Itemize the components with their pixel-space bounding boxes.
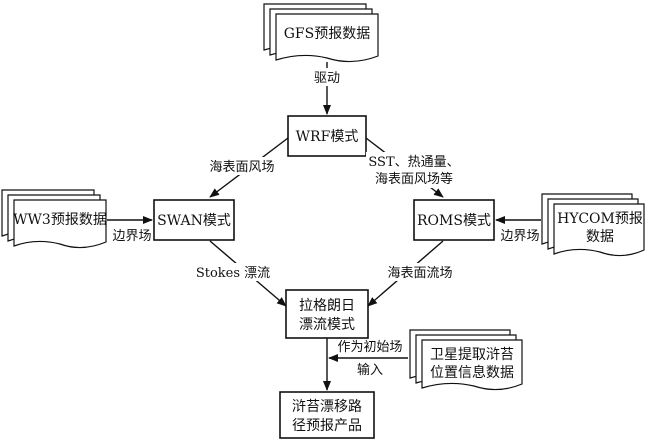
- gfs-forecast-data-label: GFS预报数据: [284, 26, 371, 42]
- hycom-forecast-data-label-line2: 数据: [586, 229, 614, 245]
- swan-model-box: [153, 199, 235, 241]
- hycom-forecast-data-label-line1: HYCOM预报: [557, 211, 643, 227]
- gfs-forecast-data-node: GFS预报数据: [263, 3, 379, 63]
- sea-surface-wind-label: 海表面风场: [209, 160, 274, 175]
- hycom-forecast-data-node: HYCOM预报 数据: [541, 193, 645, 257]
- swan-model-label: SWAN模式: [157, 213, 231, 229]
- sea-surface-current-label: 海表面流场: [387, 266, 452, 281]
- wrf-model-label: WRF模式: [296, 129, 359, 145]
- drift-path-forecast-product-label-line2: 径预报产品: [292, 418, 362, 434]
- stokes-drift-label-background: [196, 263, 270, 281]
- lagrangian-drift-model-label-line1: 拉格朗日: [299, 298, 355, 314]
- stokes-drift-label: Stokes 漂流: [196, 265, 270, 281]
- drift-path-forecast-product-label-line1: 浒苔漂移路: [292, 398, 362, 415]
- drive-label-background: [305, 68, 349, 86]
- sea-surface-current-label-background: [380, 263, 460, 281]
- initial-field-input-label-line2: 输入: [357, 362, 383, 378]
- drift-path-forecast-product-box: [279, 391, 375, 439]
- sst-heatflux-label-line2: 海表面风场等: [375, 171, 453, 187]
- wrf-model-box: [287, 115, 367, 157]
- swan-boundary-field-label: 边界场: [112, 229, 151, 244]
- roms-model-label: ROMS模式: [417, 213, 491, 229]
- lagrangian-drift-model-box: [285, 289, 369, 339]
- initial-field-input-label-line1: 作为初始场: [337, 340, 402, 355]
- roms-model-box: [413, 199, 495, 241]
- ww3-forecast-data-label: WW3预报数据: [13, 212, 107, 228]
- sst-heatflux-label-line1: SST、热通量、: [368, 155, 459, 170]
- sst-heatflux-label-background: [366, 152, 462, 188]
- drive-label: 驱动: [314, 71, 340, 86]
- lagrangian-drift-model-label-line2: 漂流模式: [299, 317, 355, 333]
- satellite-green-tide-data-label-line2: 位置信息数据: [430, 364, 514, 381]
- sea-surface-wind-label-background: [202, 157, 282, 175]
- roms-boundary-field-label: 边界场: [500, 229, 539, 244]
- satellite-green-tide-data-label-line1: 卫星提取浒苔: [430, 346, 514, 363]
- ww3-forecast-data-node: WW3预报数据: [1, 189, 107, 249]
- satellite-green-tide-data-node: 卫星提取浒苔 位置信息数据: [409, 329, 523, 391]
